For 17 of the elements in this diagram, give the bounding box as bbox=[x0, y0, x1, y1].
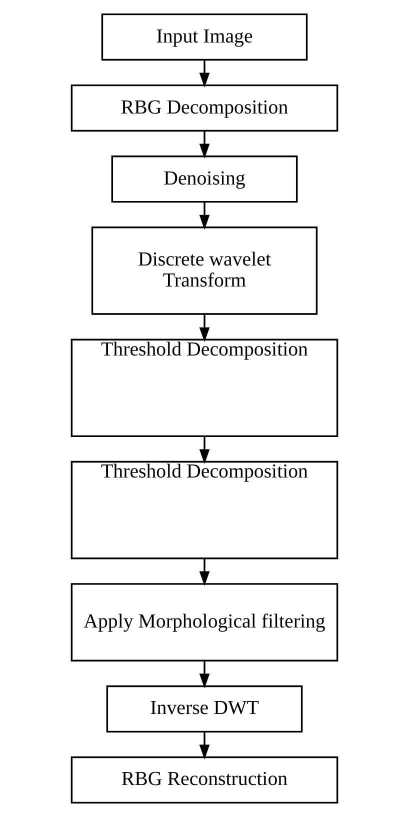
node-box: RBG Reconstruction bbox=[70, 756, 338, 804]
node-box: Apply Morphological filtering bbox=[70, 583, 338, 662]
arrow bbox=[198, 60, 210, 88]
arrow bbox=[198, 131, 210, 159]
node-box: Denoising bbox=[110, 156, 298, 203]
arrow bbox=[198, 436, 210, 464]
arrow bbox=[198, 660, 210, 688]
node-box: Threshold Decomposition bbox=[70, 338, 338, 438]
node-box: Inverse DWT bbox=[106, 685, 302, 733]
arrow bbox=[198, 314, 210, 342]
node-box: RBG Decomposition bbox=[70, 84, 338, 132]
node-box: Threshold Decomposition bbox=[70, 460, 338, 560]
arrow bbox=[198, 202, 210, 230]
node-box: Input Image bbox=[100, 13, 308, 61]
node-box: Discrete wavelet Transform bbox=[90, 226, 318, 315]
arrow bbox=[198, 732, 210, 760]
arrow bbox=[198, 558, 210, 586]
